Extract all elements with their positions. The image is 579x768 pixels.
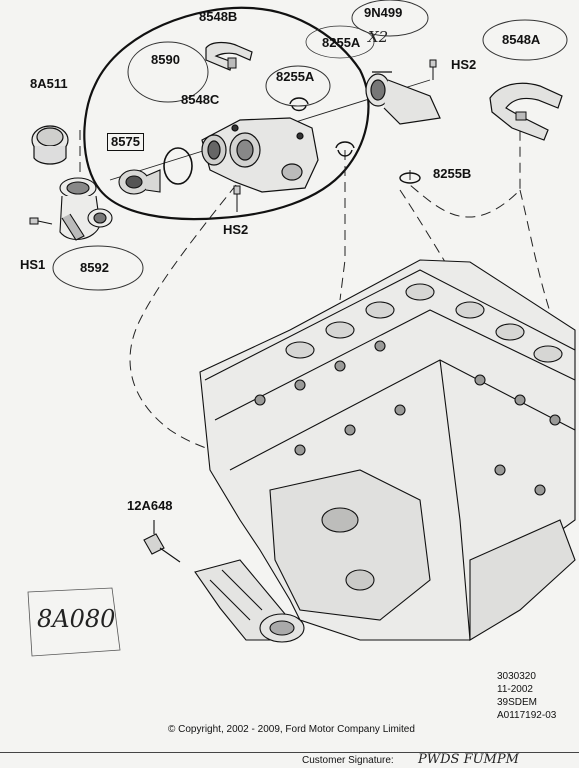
handdrawn-circle-8548a	[482, 19, 568, 61]
signature-scrawl: PWDS FUMPM	[418, 752, 519, 767]
bolt-hs2-bottom	[233, 185, 241, 212]
handdrawn-circle-8255a-top	[305, 25, 375, 59]
hose-8548b-end	[227, 57, 237, 69]
label-8255a-mid: 8255A	[276, 69, 315, 84]
reference-line-3: 39SDEM	[497, 697, 538, 708]
label-12a648: 12A648	[127, 498, 173, 513]
label-hs1: HS1	[20, 257, 46, 272]
copyright-notice: © Copyright, 2002 - 2009, Ford Motor Com…	[168, 724, 415, 735]
thermostat-8575	[118, 169, 161, 195]
water-outlet-8592	[59, 177, 113, 241]
handdrawn-circle-8255a	[265, 65, 331, 107]
handdrawn-circle-9n499	[351, 0, 429, 37]
reference-line-1: 3030320	[497, 671, 536, 682]
hose-8548b	[205, 41, 253, 71]
hose-8548a-clip	[515, 111, 527, 121]
bracket-9n499	[365, 71, 441, 125]
reference-line-4: A0117192-03	[497, 710, 557, 721]
label-8548a: 8548A	[502, 32, 541, 47]
label-8575: 8575	[107, 133, 144, 151]
bolt-hs2-top	[429, 59, 437, 80]
label-9n499: 9N499	[364, 5, 403, 20]
label-8255a-top: 8255A	[322, 35, 361, 50]
clamp-8255b	[399, 172, 421, 184]
engine-block	[199, 259, 576, 641]
handdrawn-circle-8590	[127, 41, 209, 103]
clamp-8255a-right	[335, 141, 355, 157]
label-hs2-bottom: HS2	[223, 222, 249, 237]
label-8548c: 8548C	[181, 92, 220, 107]
oil-filter	[194, 559, 305, 643]
label-hs2-top: HS2	[451, 57, 477, 72]
signature-label: Customer Signature:	[302, 755, 394, 766]
label-8a511: 8A511	[30, 76, 68, 91]
clamp-8255a-mid	[289, 97, 309, 112]
label-9n499-quantity: X2	[368, 28, 389, 46]
label-8a080-handwritten: 8A080	[37, 605, 116, 633]
footer-rule	[0, 752, 579, 753]
thermostat-housing-8548c	[201, 117, 319, 193]
bolt-hs1	[29, 217, 53, 225]
label-8592: 8592	[80, 260, 109, 275]
reference-line-2: 11-2002	[497, 684, 533, 695]
radiator-cap-8a511	[31, 125, 69, 165]
label-8255b: 8255B	[433, 166, 472, 181]
handdrawn-circle-8592	[52, 245, 144, 291]
label-8548b: 8548B	[199, 9, 238, 24]
reference-block: 3030320 11-2002 39SDEM A0117192-03	[497, 670, 556, 722]
sensor-12a648	[143, 520, 181, 563]
label-8590: 8590	[151, 52, 180, 67]
gasket-8590	[163, 147, 193, 185]
handdrawn-8a080-box	[27, 587, 121, 657]
